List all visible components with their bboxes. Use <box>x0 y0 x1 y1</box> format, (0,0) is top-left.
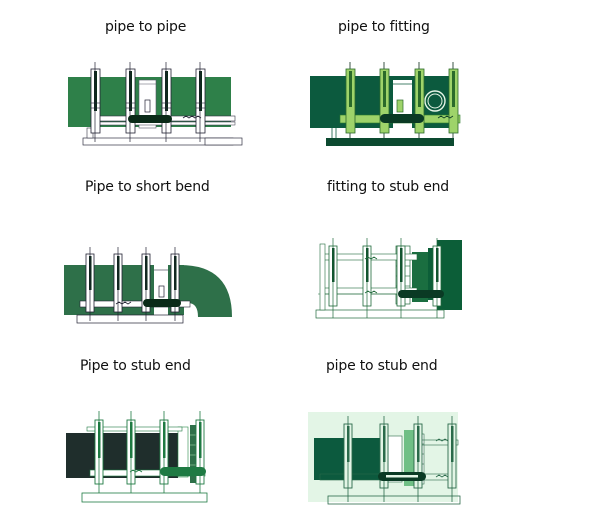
spring <box>129 469 143 473</box>
spring <box>115 301 132 305</box>
spring <box>182 115 202 119</box>
clamp-posts <box>343 416 457 502</box>
gap <box>177 426 189 478</box>
clamp-posts <box>85 247 180 321</box>
clamp-posts <box>328 238 442 318</box>
base-frame <box>315 309 445 319</box>
short-bend <box>180 265 232 317</box>
base-frame <box>326 138 454 146</box>
spring <box>437 115 454 119</box>
hydraulic-cylinder <box>143 299 181 307</box>
caption-pipe-to-pipe: pipe to pipe <box>105 19 187 35</box>
hydraulic-cylinder <box>380 114 424 123</box>
caption-pipe-to-stub-end-1: Pipe to stub end <box>80 358 191 374</box>
hydraulic-cylinder <box>160 467 206 476</box>
caption-pipe-to-fitting: pipe to fitting <box>338 19 430 35</box>
clamp-posts <box>94 411 205 493</box>
guide-rail <box>79 300 191 308</box>
fitting-ring <box>424 90 446 112</box>
clamp-posts <box>345 62 459 138</box>
clamp-posts <box>90 62 206 142</box>
spring-bottom <box>435 474 449 478</box>
base-frame <box>327 495 461 505</box>
diagram-pipe-to-stub-end-2 <box>308 412 461 505</box>
base-frame <box>76 314 184 324</box>
stub-end <box>404 430 414 486</box>
hydraulic-cylinder <box>398 290 444 298</box>
hydraulic-cylinder <box>128 115 172 123</box>
caption-fitting-to-stub-end: fitting to stub end <box>327 179 449 195</box>
diagram-pipe-to-fitting <box>310 62 461 146</box>
diagram-pipe-to-stub-end-1 <box>66 411 208 503</box>
spring-top <box>435 438 449 442</box>
caption-pipe-to-short-bend: Pipe to short bend <box>85 179 210 195</box>
spring-top <box>364 256 378 260</box>
base-frame <box>81 492 208 503</box>
caption-pipe-to-stub-end-2: pipe to stub end <box>326 358 438 374</box>
spring-bottom <box>364 290 378 294</box>
diagram-pipe-to-pipe <box>68 62 243 146</box>
diagram-fitting-to-stub-end <box>315 238 462 319</box>
diagram-pipe-to-short-bend <box>64 247 232 324</box>
